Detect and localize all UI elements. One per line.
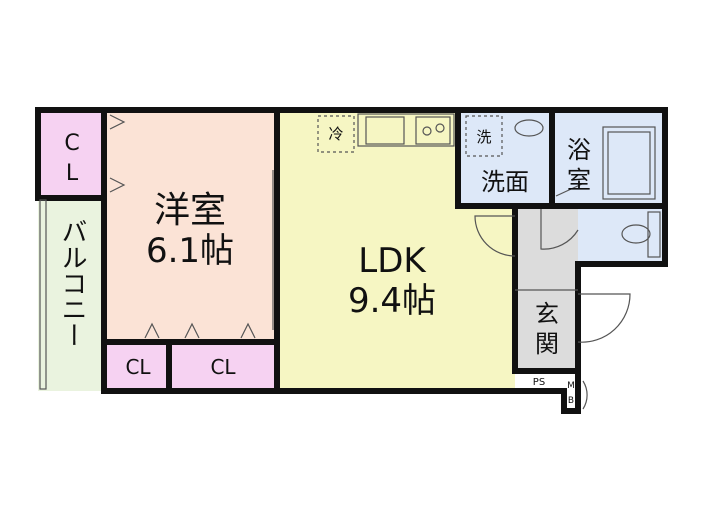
stove xyxy=(415,116,451,145)
closet-top-label-2: L xyxy=(66,161,79,186)
toilet-door-swing xyxy=(540,209,579,250)
kitchen-sink xyxy=(365,116,405,145)
mb-label-1: M xyxy=(567,381,575,391)
bath-label-1: 浴 xyxy=(567,136,591,164)
entrance-wall xyxy=(512,203,581,374)
mb-door-swing xyxy=(582,380,588,410)
ldk-name: LDK xyxy=(358,241,427,281)
burner-2 xyxy=(435,123,445,133)
fridge-label: 冷 xyxy=(328,125,343,143)
wash-basin xyxy=(514,119,544,137)
outer-wall xyxy=(35,107,668,414)
closet-top-label-1: C xyxy=(64,131,79,156)
entrance-label-1: 玄 xyxy=(535,300,559,328)
washroom-label: 洗面 xyxy=(481,168,529,196)
labels: 洋室 6.1帖 LDK 9.4帖 C L CL CL バルコニー 洗面 浴 室 … xyxy=(57,125,591,406)
bedroom-floor xyxy=(107,110,277,342)
bathtub xyxy=(602,126,656,200)
mb-floor xyxy=(564,371,578,411)
closet-marker xyxy=(109,114,126,130)
bathtub-inner xyxy=(607,131,651,195)
front-door-swing xyxy=(577,293,631,343)
closet-top-floor xyxy=(38,110,107,198)
closet-marker xyxy=(144,322,160,339)
closet-bottom-right-label: CL xyxy=(210,355,236,379)
fridge-space xyxy=(317,115,355,153)
closet-bottom-left-label: CL xyxy=(125,355,151,379)
ldk-size: 9.4帖 xyxy=(348,281,436,321)
bath-label-2: 室 xyxy=(567,166,591,194)
walls xyxy=(35,107,668,414)
door-swings xyxy=(474,183,631,410)
washroom-floor xyxy=(458,110,552,206)
balcony-label: バルコニー xyxy=(57,218,87,348)
thin-details xyxy=(39,113,661,390)
ldk-wet-wall xyxy=(455,107,668,209)
closet-markers xyxy=(109,114,256,339)
bath-door-swing xyxy=(555,183,583,197)
entrance-floor xyxy=(515,206,578,371)
washer-space xyxy=(465,115,503,157)
closet-marker xyxy=(109,177,126,193)
toilet-bowl xyxy=(621,224,651,244)
ps-floor xyxy=(515,371,564,391)
outer-wall-top-left xyxy=(35,107,107,201)
closet-bottom-right-floor xyxy=(169,342,277,391)
bedroom-size: 6.1帖 xyxy=(146,231,234,271)
toilet-tank xyxy=(647,211,661,258)
closet-bottom-left-floor xyxy=(107,342,169,391)
ldk-door-swing xyxy=(474,215,516,257)
closet-marker xyxy=(240,322,256,339)
closet-marker xyxy=(184,322,200,339)
balcony-floor xyxy=(38,198,104,391)
mb-label-2: B xyxy=(568,396,574,406)
bedroom-name: 洋室 xyxy=(154,190,226,231)
kitchen-counter xyxy=(357,113,455,147)
entrance-label-2: 関 xyxy=(535,330,559,358)
washer-label: 洗 xyxy=(476,128,491,146)
balcony-rail xyxy=(39,199,47,390)
ps-label: PS xyxy=(533,377,545,388)
burner-1 xyxy=(422,126,432,136)
